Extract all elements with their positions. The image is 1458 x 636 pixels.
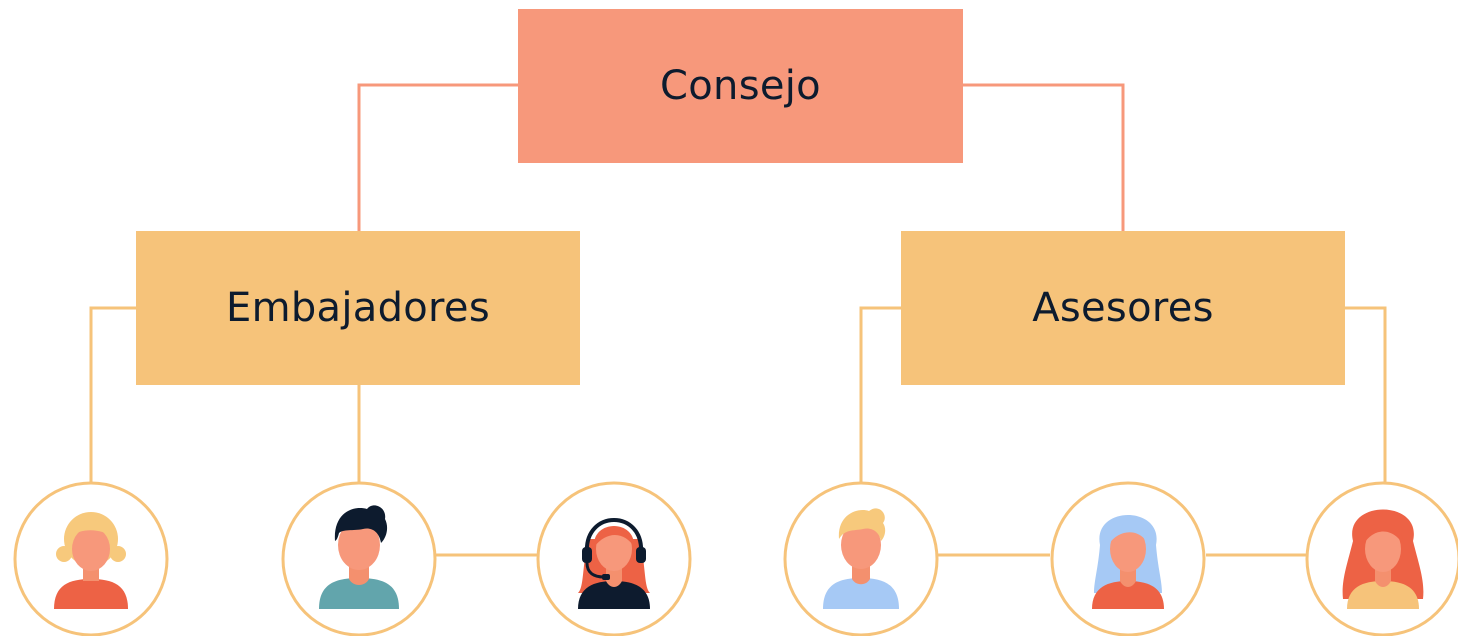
asesores-label: Asesores xyxy=(1032,285,1214,331)
connector-consejo-embajadores xyxy=(357,83,518,231)
woman-blonde-avatar-icon xyxy=(54,512,128,609)
connector-embajadores-member-1 xyxy=(89,306,136,482)
member-avatar xyxy=(281,481,437,636)
member-avatar xyxy=(13,481,169,636)
consejo-label: Consejo xyxy=(660,63,821,109)
connector-asesores-member-4 xyxy=(859,306,901,482)
asesores-box: Asesores xyxy=(901,231,1345,385)
group-connectors xyxy=(89,306,1387,557)
man-blond-hair-avatar-icon xyxy=(823,508,899,609)
member-avatar xyxy=(783,481,939,636)
embajadores-box: Embajadores xyxy=(136,231,580,385)
member-avatars xyxy=(13,481,1458,636)
member-avatar xyxy=(1050,481,1206,636)
member-avatar xyxy=(1305,481,1458,636)
woman-red-hair-avatar-icon xyxy=(1342,509,1424,609)
root-connectors xyxy=(357,83,1125,231)
connector-consejo-asesores xyxy=(963,83,1125,231)
consejo-box: Consejo xyxy=(518,9,963,163)
woman-headset-avatar-icon xyxy=(578,518,650,609)
man-dark-hair-avatar-icon xyxy=(319,505,399,609)
connector-asesores-member-6 xyxy=(1345,306,1387,482)
member-avatar xyxy=(536,481,692,636)
woman-blue-hair-avatar-icon xyxy=(1092,515,1164,609)
embajadores-label: Embajadores xyxy=(226,285,490,331)
